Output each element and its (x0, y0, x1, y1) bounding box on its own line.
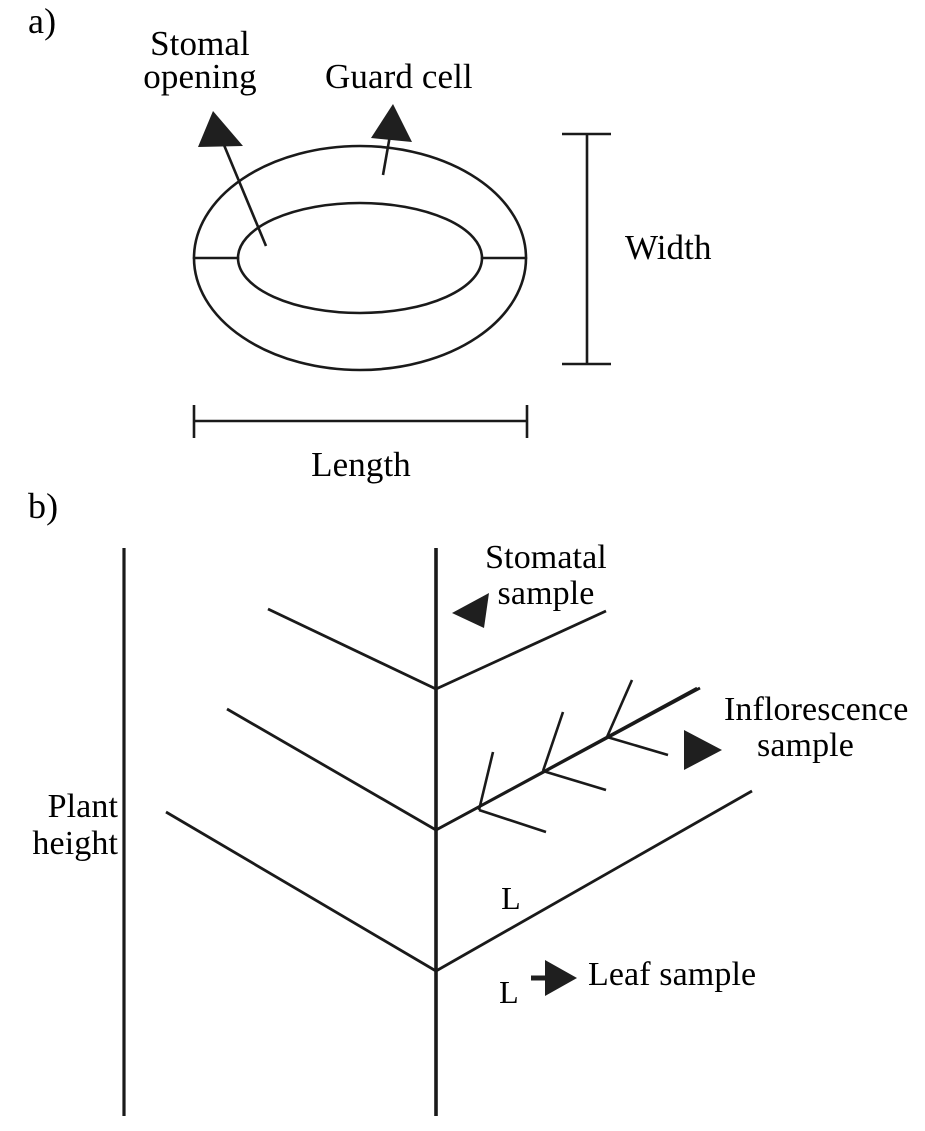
leaf-sample-arrowhead (545, 960, 577, 996)
leaf-3-left (165, 810, 437, 973)
stomal-opening-label-line2: opening (143, 57, 257, 96)
stomatal-sample-label-line1: Stomatal (485, 539, 607, 576)
inflorescence-spikelet-3-up (605, 679, 634, 738)
inflorescence-branch (435, 679, 698, 834)
inflorescence-sample-label-line2: sample (757, 727, 854, 764)
stoma-drawing (192, 144, 528, 372)
plant-height-label-line2: height (32, 825, 118, 862)
panel-b-letter: b) (28, 486, 59, 526)
inflorescence-spikelet-1-down (478, 808, 547, 834)
stomal-opening-leader-line (217, 132, 268, 247)
width-measure-bar (562, 132, 611, 366)
leaf-3-right (435, 789, 753, 973)
inflorescence-rachis (435, 686, 698, 832)
inflorescence-sample-label-line1: Inflorescence (724, 691, 909, 728)
stomal-opening-pointer (217, 132, 268, 247)
guard-cell-arrowhead (371, 104, 412, 142)
plant-schematic (122, 548, 753, 1116)
leaf-sample-label: Leaf sample (588, 956, 757, 993)
inflorescence-spikelet-3-down (606, 735, 669, 757)
leaf-2-left (226, 707, 437, 832)
inflorescence-spikelet-1-up (477, 751, 495, 811)
width-label: Width (625, 228, 712, 267)
plant-height-label-line1: Plant (47, 788, 118, 825)
leaf-marker-upper-label: L (501, 880, 521, 916)
leaf-1-right (435, 609, 607, 691)
stomatal-sample-arrowhead (452, 593, 489, 628)
length-label: Length (311, 445, 411, 484)
stomal-opening-label-line1: Stomal (150, 24, 250, 63)
inflorescence-sample-arrowhead (684, 730, 722, 770)
leaf-1-left (267, 607, 437, 691)
stomal-opening-inner-ellipse (236, 201, 484, 315)
length-measure-bar (192, 405, 529, 438)
guard-cell-label: Guard cell (325, 57, 473, 96)
stomatal-sample-label-line2: sample (497, 575, 595, 612)
stomal-opening-arrowhead (198, 111, 243, 147)
guard-cell-outer-ellipse (192, 144, 528, 372)
panel-a-letter: a) (28, 1, 57, 41)
inflorescence-spikelet-2-up (541, 711, 565, 772)
inflorescence-spikelet-2-down (542, 769, 607, 792)
leaf-marker-lower-label: L (499, 974, 519, 1010)
